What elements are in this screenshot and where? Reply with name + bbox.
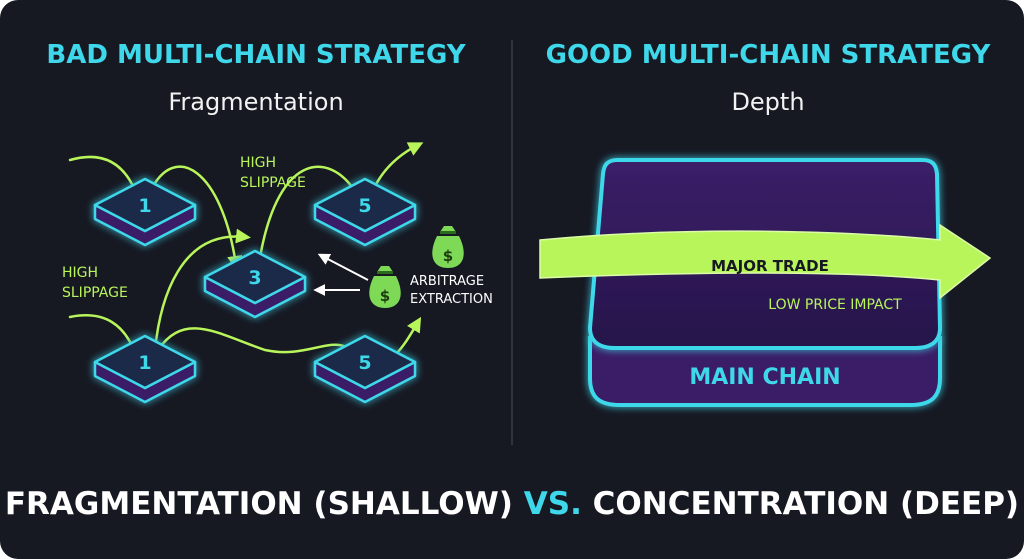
chain-nodes: 1 5 3 1 5: [93, 177, 417, 404]
flow-arrow-1-to-3: [148, 165, 243, 271]
flow-arrow-5-lower-out: [393, 316, 422, 357]
arbitrage-arrow-upper: [317, 253, 369, 281]
svg-text:$: $: [443, 247, 453, 265]
major-trade-label: MAJOR TRADE: [711, 257, 829, 275]
slippage-label-top-line2: SLIPPAGE: [240, 175, 306, 191]
chain-node-label: 3: [248, 267, 261, 289]
money-bag-icon: $: [432, 226, 464, 268]
right-subheading: Depth: [731, 88, 805, 116]
slippage-label-left-line2: SLIPPAGE: [62, 285, 128, 301]
bottom-title-left: FRAGMENTATION (SHALLOW): [4, 486, 524, 522]
chain-node-2: 5: [313, 177, 417, 247]
chain-node-5: 5: [313, 334, 417, 404]
low-price-impact-label: LOW PRICE IMPACT: [768, 297, 902, 313]
chain-node-1: 1: [93, 177, 197, 247]
major-trade-arrow: [539, 223, 992, 300]
bottom-title-vs: VS.: [523, 486, 582, 522]
svg-text:$: $: [380, 287, 390, 305]
flow-arrow-1-to-5-lower: [156, 327, 361, 360]
right-heading: GOOD MULTI-CHAIN STRATEGY: [545, 40, 991, 70]
chain-node-4: 1: [93, 334, 197, 404]
arbitrage-label-line1: ARBITRAGE: [410, 274, 484, 289]
chain-node-3: 3: [203, 249, 307, 319]
flow-arrow-3-to-5: [256, 165, 360, 272]
left-heading: BAD MULTI-CHAIN STRATEGY: [46, 40, 466, 70]
arbitrage-label-line2: EXTRACTION: [410, 292, 493, 307]
main-chain-label: MAIN CHAIN: [689, 365, 840, 390]
chain-node-label: 1: [138, 352, 151, 374]
slippage-label-top-line1: HIGH: [240, 155, 276, 171]
slippage-label-left-line1: HIGH: [62, 265, 98, 281]
left-subheading: Fragmentation: [168, 88, 344, 116]
chain-node-label: 5: [358, 195, 371, 217]
money-bag-icon: $: [369, 266, 401, 308]
chain-node-label: 1: [138, 195, 151, 217]
flow-arrow-1-up-to-3: [153, 228, 251, 352]
chain-node-label: 5: [358, 352, 371, 374]
bottom-title-right: CONCENTRATION (DEEP): [581, 486, 1020, 522]
bottom-title: FRAGMENTATION (SHALLOW) VS. CONCENTRATIO…: [0, 486, 1024, 522]
